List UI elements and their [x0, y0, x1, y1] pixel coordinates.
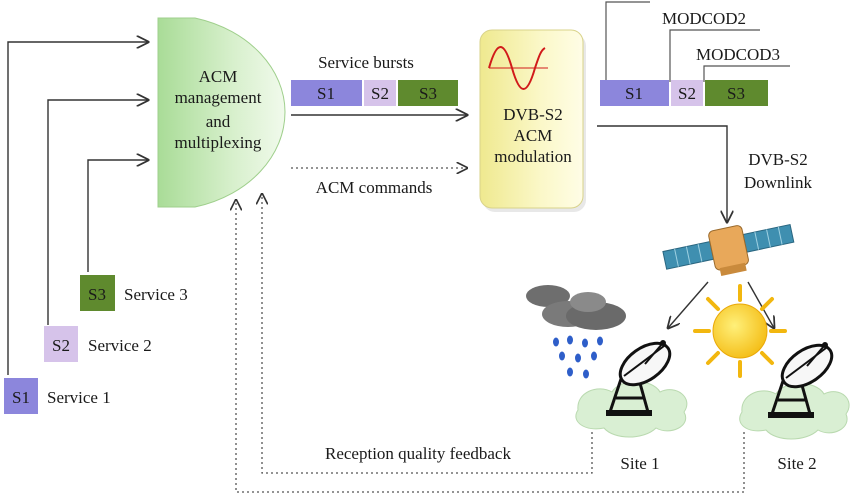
service-1-name: Service 1 — [47, 388, 111, 407]
sat-to-site1-arrow — [668, 281, 709, 328]
acm-management-block: ACM management and multiplexing — [157, 17, 286, 208]
service-3-tag: S3 — [88, 285, 106, 304]
modcod2-label: MODCOD2 — [662, 9, 746, 28]
sat-to-site2-arrow — [747, 281, 774, 328]
service-1-tag: S1 — [12, 388, 30, 407]
site-2-label: Site 2 — [777, 454, 816, 473]
service-input-arrows — [7, 42, 148, 375]
storm-cloud-icon — [526, 285, 626, 379]
site-2: Site 2 — [739, 342, 850, 473]
satellite-dish-icon — [768, 342, 834, 418]
service-1-swatch — [4, 378, 38, 414]
downlink-line-2: Downlink — [744, 173, 813, 192]
modulator-line-3: modulation — [494, 147, 572, 166]
out-burst-s3 — [705, 80, 768, 106]
modulator-line-2: ACM — [514, 126, 553, 145]
out-burst-s3-tag: S3 — [727, 84, 745, 103]
out-burst-s1-tag: S1 — [625, 84, 643, 103]
modulator-line-1: DVB-S2 — [503, 105, 563, 124]
burst-s1-tag: S1 — [317, 84, 335, 103]
satellite-icon — [662, 223, 795, 276]
burst-s3-tag: S3 — [419, 84, 437, 103]
service-3-swatch — [80, 275, 115, 311]
output-bursts: S1 S2 S3 — [600, 80, 768, 106]
out-burst-s2 — [671, 80, 703, 106]
feedback-paths — [236, 194, 745, 493]
acm-line-4: multiplexing — [175, 133, 262, 152]
service-1-item: S1 Service 1 — [4, 378, 111, 414]
service-2-swatch — [44, 326, 78, 362]
service-3-name: Service 3 — [124, 285, 188, 304]
site-1: Site 1 — [575, 340, 688, 473]
burst-s2-tag: S2 — [371, 84, 389, 103]
waveform-icon — [488, 46, 546, 90]
service-2-name: Service 2 — [88, 336, 152, 355]
service-bursts: S1 S2 S3 — [291, 80, 458, 106]
out-burst-s1 — [600, 80, 669, 106]
acm-line-2: management — [175, 88, 262, 107]
feedback-label: Reception quality feedback — [325, 444, 511, 463]
acm-commands-label: ACM commands — [316, 178, 433, 197]
sun-icon — [693, 284, 787, 378]
satellite-dish-icon — [606, 340, 672, 416]
service-legend: S3 Service 3 S2 Service 2 S1 Service 1 — [4, 275, 188, 414]
service-3-item: S3 Service 3 — [80, 275, 188, 311]
service-2-item: S2 Service 2 — [44, 326, 152, 362]
modcod3-label: MODCOD3 — [696, 45, 780, 64]
acm-line-1: ACM — [199, 67, 238, 86]
burst-s2 — [364, 80, 396, 106]
service-2-tag: S2 — [52, 336, 70, 355]
out-burst-s2-tag: S2 — [678, 84, 696, 103]
modulator-block: DVB-S2 ACM modulation — [479, 29, 586, 212]
acm-line-3: and — [206, 112, 231, 131]
downlink-line-1: DVB-S2 — [748, 150, 808, 169]
service-bursts-label: Service bursts — [318, 53, 414, 72]
burst-s1 — [291, 80, 362, 106]
site-1-label: Site 1 — [620, 454, 659, 473]
burst-s3 — [398, 80, 458, 106]
modcod-brackets — [605, 1, 790, 82]
downlink-arrow — [597, 125, 727, 222]
